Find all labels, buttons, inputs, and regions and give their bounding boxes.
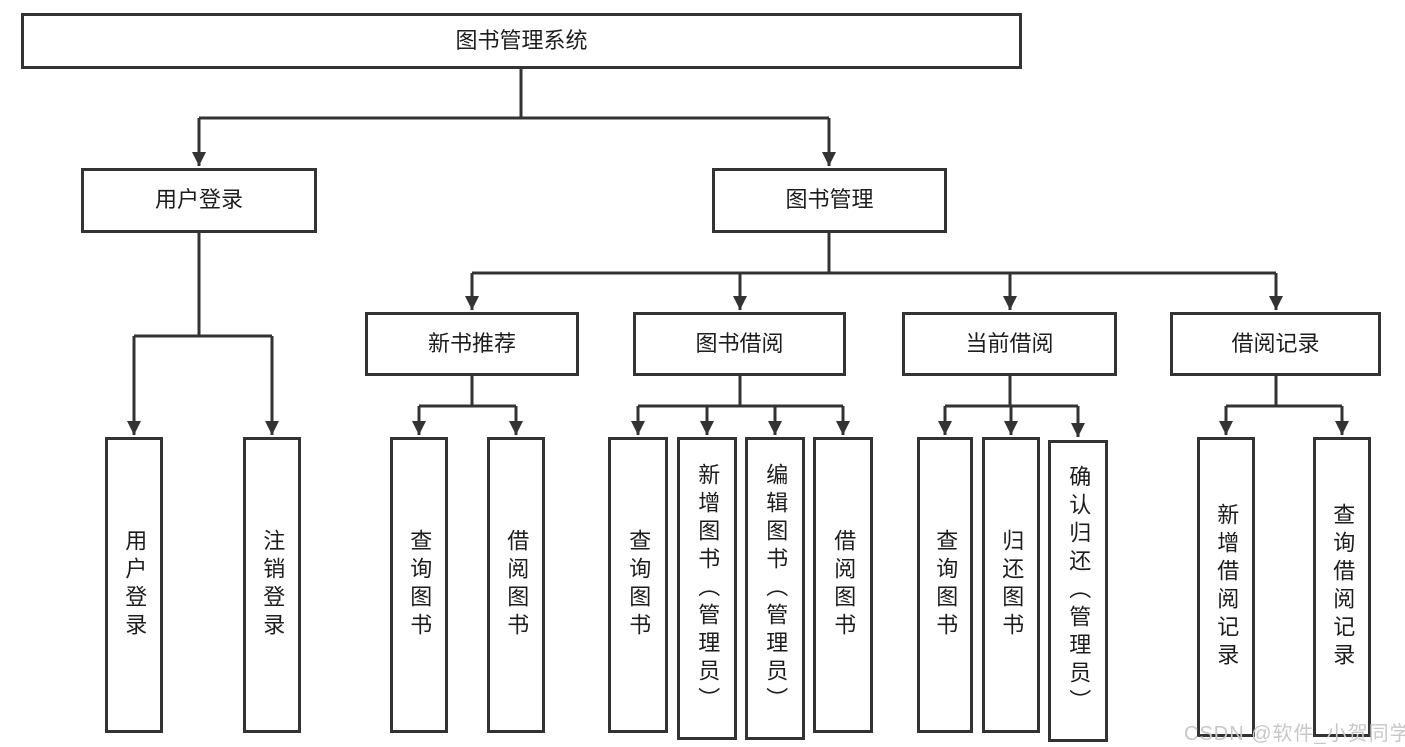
leaf-return-book: 归还图书 <box>982 437 1040 733</box>
leaf-recommend-borrow-book: 借阅图书 <box>487 437 545 733</box>
leaf-add-book-admin: 新增图书（管理员） <box>677 437 737 740</box>
node-current-borrow: 当前借阅 <box>902 312 1117 376</box>
leaf-borrow-book: 借阅图书 <box>813 437 873 733</box>
leaf-current-query-book: 查询图书 <box>917 437 973 733</box>
leaf-query-borrow-record: 查询借阅记录 <box>1313 437 1371 737</box>
watermark: CSDN @软件_小贺同学 <box>1184 723 1405 745</box>
node-new-book-recommend: 新书推荐 <box>365 312 579 376</box>
node-book-borrow: 图书借阅 <box>633 312 846 376</box>
node-root-system: 图书管理系统 <box>21 13 1022 69</box>
node-user-login: 用户登录 <box>81 168 317 233</box>
node-borrow-records: 借阅记录 <box>1170 312 1381 376</box>
leaf-borrow-query-book: 查询图书 <box>608 437 668 733</box>
leaf-edit-book-admin: 编辑图书（管理员） <box>745 437 805 740</box>
leaf-confirm-return-admin: 确认归还（管理员） <box>1048 440 1108 742</box>
node-book-management: 图书管理 <box>712 168 947 233</box>
leaf-recommend-query-book: 查询图书 <box>390 437 448 733</box>
leaf-add-borrow-record: 新增借阅记录 <box>1197 437 1255 737</box>
leaf-user-login: 用户登录 <box>105 437 163 733</box>
leaf-logout: 注销登录 <box>243 437 301 733</box>
